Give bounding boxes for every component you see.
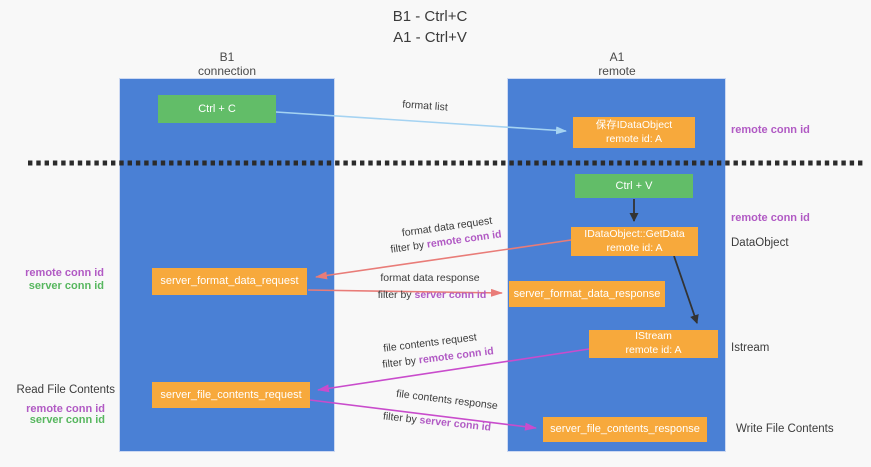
lifeline-a1-name: A1 [609,50,625,64]
lifeline-a1-role: remote [598,64,636,78]
format-data-request-arrow [315,239,572,280]
ctrl-c-label: Ctrl + C [198,102,236,115]
server-file-contents-request-box: server_file_contents_request [152,382,310,408]
filter-by-server-conn-label-1: filter by server conn id [367,289,497,301]
server-conn-id-text: server conn id [414,289,487,301]
left-server-conn-id-label-1: server conn id [28,280,104,292]
diagram-title: B1 - Ctrl+C A1 - Ctrl+V [300,6,560,48]
getdata-to-istream-arrow [673,255,699,324]
save-idataobject-line1: 保存IDataObject [595,118,673,131]
format-list-arrow [275,111,567,135]
server-format-data-request-box: server_format_data_request [152,268,307,295]
lifeline-header-a1: A1 remote [547,50,687,78]
lifeline-b1-name: B1 [219,50,235,64]
left-server-conn-id-label-2: server conn id [29,414,105,426]
dataobject-label: DataObject [731,237,789,249]
right-remote-conn-id-label-2: remote conn id [731,212,810,224]
ctrl-c-box: Ctrl + C [158,95,276,123]
server-format-data-response-box: server_format_data_response [509,281,665,307]
read-file-contents-label: Read File Contents [16,384,115,396]
diagram-title-line1: B1 - Ctrl+C [392,8,468,25]
save-idataobject-box: 保存IDataObject remote id: A [573,117,695,148]
getdata-box: IDataObject::GetData remote id: A [571,227,698,256]
lifeline-b1-role: connection [197,64,257,78]
file-contents-response-arrow [309,399,537,431]
istream-line1: IStream [635,330,672,343]
istream-line2: remote id: A [625,344,682,356]
istream-side-label: Istream [731,342,770,354]
ctrl-v-label: Ctrl + V [615,179,653,192]
right-remote-conn-id-label-1: remote conn id [731,124,810,136]
server-file-contents-response-label: server_file_contents_response [550,423,700,436]
filter-by-text: filter by [377,289,415,301]
getdata-line2: remote id: A [606,241,663,254]
server-format-data-request-label: server_format_data_request [160,275,299,288]
diagram-title-line2: A1 - Ctrl+V [393,29,467,46]
lifeline-header-b1: B1 connection [157,50,297,78]
file-contents-request-arrow [317,348,590,393]
ctrl-v-box: Ctrl + V [575,174,693,198]
write-file-contents-label: Write File Contents [736,423,834,435]
format-data-response-label: format data response [380,272,480,284]
server-file-contents-request-label: server_file_contents_request [160,388,302,401]
server-file-contents-response-box: server_file_contents_response [543,417,707,442]
getdata-line1: IDataObject::GetData [584,227,685,240]
server-format-data-response-label: server_format_data_response [513,287,661,300]
istream-box: IStream remote id: A [589,330,718,358]
left-remote-conn-id-label-2: remote conn id [26,403,105,415]
save-idataobject-line2: remote id: A [605,132,663,145]
left-remote-conn-id-label-1: remote conn id [25,267,104,279]
format-data-response-arrow [307,288,503,297]
